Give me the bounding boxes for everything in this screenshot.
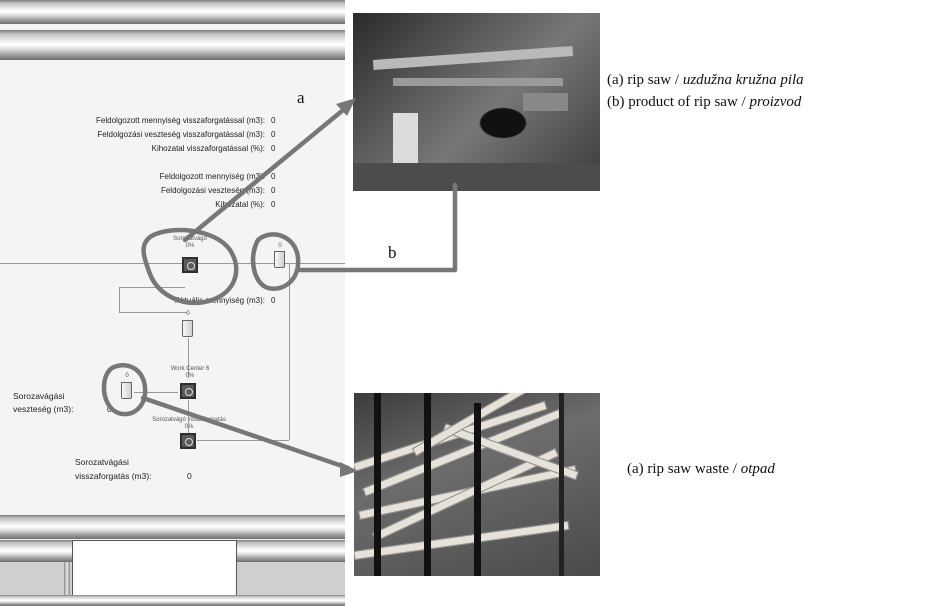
- node-name: Sorozatvágó: [173, 236, 207, 242]
- current-quantity-value: 0: [271, 296, 276, 305]
- buffer-count: 0: [278, 243, 282, 249]
- rip-saw-waste-photo: [354, 393, 600, 576]
- connector-line: [289, 264, 290, 440]
- metric-label: Feldolgozási veszteség visszaforgatással…: [97, 130, 265, 139]
- toolbar-band-top: [0, 0, 345, 24]
- rip-saw-highlight-circle: [141, 227, 239, 306]
- connector-line: [119, 287, 120, 312]
- buffer-icon[interactable]: [182, 320, 193, 337]
- arrow-waste-to-photo: [140, 395, 351, 471]
- node-name: Sorozatvágó visszaforgatás: [152, 417, 226, 423]
- node-percent: 0%: [185, 373, 195, 379]
- caption-translation: uzdužna kružna pila: [682, 72, 804, 88]
- metric-value: 0: [271, 172, 276, 181]
- toolbar-band-bottom-3: [0, 595, 345, 606]
- recycle-node-icon[interactable]: [180, 433, 196, 449]
- recycle-label-line2: visszaforgatás (m3):: [75, 471, 152, 481]
- caption-product: (b) product of rip saw / proizvod: [607, 92, 801, 112]
- node-name: Work Center 6: [170, 366, 210, 372]
- metric-label: Feldolgozott mennyiség visszaforgatással…: [96, 116, 265, 125]
- annotation-letter-a: a: [297, 88, 305, 107]
- recycle-value: 0: [187, 471, 192, 481]
- metric-label: Kihozatal (%):: [215, 200, 265, 209]
- arrow-buffer-to-product: [297, 182, 458, 273]
- process-line: [0, 263, 345, 264]
- metric-value: 0: [271, 144, 276, 153]
- metric-value: 0: [271, 186, 276, 195]
- caption-translation: otpad: [740, 461, 775, 477]
- connector-line: [188, 338, 189, 378]
- metric-value: 0: [271, 130, 276, 139]
- arrow-head-icon: [340, 462, 358, 477]
- metric-label: Kihozatal visszaforgatással (%):: [151, 144, 265, 153]
- connector-line: [119, 287, 185, 288]
- waste-label-line2: veszteség (m3):: [13, 404, 74, 414]
- caption-text: (a) rip saw /: [607, 72, 683, 88]
- caption-waste: (a) rip saw waste / otpad: [627, 459, 775, 479]
- output-buffer-icon[interactable]: [274, 251, 285, 268]
- connector-line: [197, 440, 289, 441]
- output-buffer-highlight-circle: [250, 232, 301, 291]
- bottom-output-box: [72, 540, 237, 600]
- toolbar-band-top-2: [0, 30, 345, 60]
- arrow-head-icon: [336, 98, 356, 116]
- connector-line: [188, 400, 189, 433]
- caption-rip-saw: (a) rip saw / uzdužna kružna pila: [607, 70, 804, 90]
- connector-line: [119, 312, 187, 313]
- waste-label-line1: Sorozavágási: [13, 391, 65, 401]
- rip-saw-node-icon[interactable]: [182, 257, 198, 273]
- metric-label: Feldolgozott mennyiség (m3):: [159, 172, 265, 181]
- buffer-count: 0: [125, 373, 129, 379]
- simulation-screenshot: Feldolgozott mennyiség visszaforgatással…: [0, 0, 345, 606]
- caption-text: (b) product of rip saw /: [607, 94, 750, 110]
- caption-text: (a) rip saw waste /: [627, 461, 741, 477]
- metric-label: Feldolgozási veszteség (m3):: [160, 186, 265, 195]
- buffer-count: 0: [186, 311, 190, 317]
- connector-line: [134, 392, 178, 393]
- work-center-node-icon[interactable]: [180, 383, 196, 399]
- metric-value: 0: [271, 116, 276, 125]
- metric-value: 0: [271, 200, 276, 209]
- caption-translation: proizvod: [749, 94, 802, 110]
- recycle-label-line1: Sorozatvágási: [75, 457, 129, 467]
- rip-saw-photo: [353, 13, 600, 191]
- annotation-letter-b: b: [388, 243, 397, 262]
- current-quantity-label: Aktuális mennyiség (m3):: [175, 296, 265, 305]
- node-percent: 0%: [185, 243, 195, 249]
- panel-separator: [64, 562, 70, 606]
- waste-buffer-highlight-circle: [101, 363, 148, 417]
- waste-buffer-icon[interactable]: [121, 382, 132, 399]
- arrow-rip-saw-to-photo: [182, 103, 351, 243]
- toolbar-band-bottom: [0, 515, 345, 539]
